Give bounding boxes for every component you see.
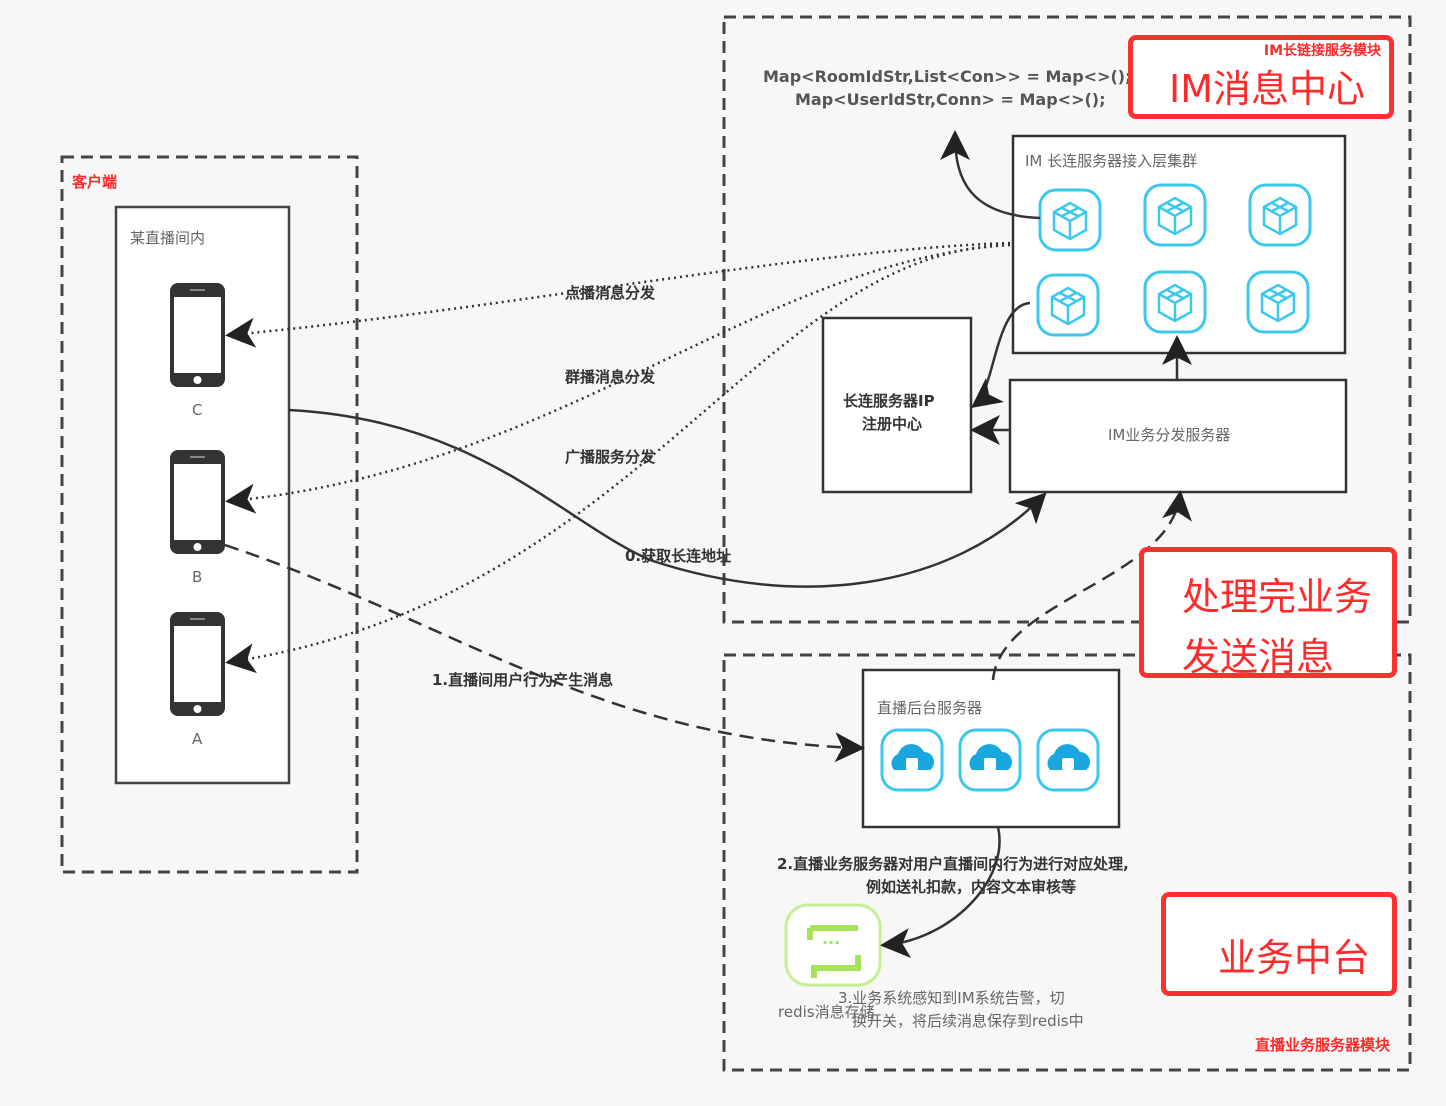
user-action-edge <box>224 543 865 763</box>
server-cube-icon <box>1143 183 1207 247</box>
svg-text:···: ··· <box>822 933 840 952</box>
business-platform-annotation: 业务中台 <box>1161 892 1397 996</box>
registry-label-2: 注册中心 <box>862 415 923 433</box>
live-room-label: 某直播间内 <box>130 229 206 247</box>
unicast-label: 点播消息分发 <box>565 284 656 302</box>
registry-label-1: 长连服务器IP <box>843 392 935 410</box>
step3-line-2: 换开关，将后续消息保存到redis中 <box>852 1012 1084 1030</box>
step2-line-1: 2.直播业务服务器对用户直播间内行为进行对应处理, <box>777 855 1129 873</box>
business-module-label: 直播业务服务器模块 <box>1254 1036 1390 1054</box>
step2-line-2: 例如送礼扣款，内容文本审核等 <box>866 878 1077 896</box>
after-processing-line-2: 发送消息 <box>1182 635 1335 679</box>
map-edge <box>940 130 1041 220</box>
im-center-annotation: IM长链接服务模块 IM消息中心 <box>1128 35 1394 119</box>
im-center-text: IM消息中心 <box>1169 67 1365 111</box>
broadcast-label: 广播服务分发 <box>565 448 656 466</box>
after-processing-line-1: 处理完业务 <box>1182 575 1373 619</box>
im-module-box <box>722 15 1412 624</box>
send-message-edge <box>991 490 1192 681</box>
step0-label: 0.获取长连地址 <box>625 547 732 565</box>
business-module-box <box>722 653 1412 1072</box>
dispatch-server-box <box>1008 378 1348 494</box>
phone-label-b: B <box>192 568 203 586</box>
phone-icon-c <box>170 283 225 387</box>
cloud-server-icon <box>958 728 1022 792</box>
register-edge <box>971 301 1031 409</box>
phone-icon-a <box>170 612 225 716</box>
server-cube-icon <box>1143 270 1207 334</box>
map-code-line-1: Map<RoomIdStr,List<Con>> = Map<>(); <box>763 67 1132 86</box>
server-cube-icon <box>1246 270 1310 334</box>
server-cube-icon <box>1248 183 1312 247</box>
phone-icon-b <box>170 450 225 554</box>
redis-message-icon: ··· <box>784 903 882 987</box>
save-redis-edge <box>880 826 1001 959</box>
map-code-line-2: Map<UserIdStr,Conn> = Map<>(); <box>795 90 1106 109</box>
get-address-edge <box>288 408 1047 588</box>
client-module-box <box>60 155 359 874</box>
phone-label-a: A <box>192 730 203 748</box>
server-cube-icon <box>1036 273 1100 337</box>
redis-label: redis消息存储 <box>778 1003 875 1021</box>
im-module-label: IM长链接服务模块 <box>1263 43 1381 59</box>
business-platform-text: 业务中台 <box>1218 936 1371 980</box>
client-module-label: 客户端 <box>72 173 118 191</box>
server-cube-icon <box>1038 188 1102 252</box>
step3-line-1: 3.业务系统感知到IM系统告警，切 <box>838 989 1065 1007</box>
groupcast-label: 群播消息分发 <box>565 368 656 386</box>
cloud-server-icon <box>880 728 944 792</box>
registry-box <box>821 316 973 494</box>
unicast-edge <box>225 241 1011 348</box>
dispatch-server-label: IM业务分发服务器 <box>1108 426 1231 444</box>
cloud-server-icon <box>1036 728 1100 792</box>
phone-label-c: C <box>192 401 203 419</box>
cluster-label: IM 长连服务器接入层集群 <box>1025 152 1198 170</box>
backend-server-label: 直播后台服务器 <box>877 699 983 717</box>
step1-label: 1.直播间用户行为产生消息 <box>432 671 614 689</box>
after-processing-annotation: 处理完业务 发送消息 <box>1139 547 1397 679</box>
